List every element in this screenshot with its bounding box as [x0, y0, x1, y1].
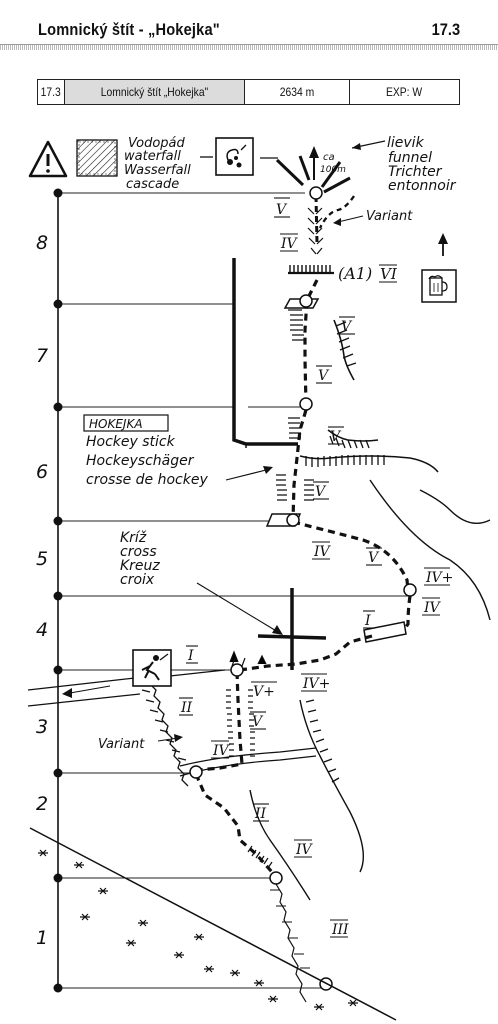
- variant-bottom: Variant: [98, 734, 183, 752]
- page-header: Lomnický štít - „Hokejka" 17.3: [0, 0, 498, 50]
- grade-labels: V IV (A1) VI V V V V IV V IV+ IV I IV+ V…: [180, 202, 453, 938]
- hokejka-box-text: HOKEJKA: [89, 417, 143, 431]
- pitch-number-8: 8: [36, 232, 48, 254]
- grade-p4a: IV: [423, 600, 442, 616]
- funnel-fr: entonnoir: [388, 178, 457, 194]
- cross-pointer: [196, 582, 283, 635]
- descent-person-icon: [132, 649, 172, 687]
- waterfall-fr: cascade: [126, 177, 179, 192]
- grade-p2a: II: [254, 806, 267, 822]
- variant-top-label: Variant: [366, 209, 413, 224]
- grade-underlines: [179, 197, 450, 938]
- grade-p6b: V: [315, 484, 327, 500]
- hokejka-label: HOKEJKA Hockey stick Hockeyschäger cross…: [83, 414, 273, 488]
- pitch-number-7: 7: [36, 345, 48, 367]
- route-info-table: 17.3 Lomnický štít „Hokejka" 2634 m EXP:…: [37, 79, 460, 105]
- distance-value: 100m: [320, 165, 346, 175]
- cross-de: Kreuz: [120, 558, 160, 574]
- waterfall-hatch-icon: [76, 139, 118, 177]
- grade-a1-value: VI: [380, 265, 398, 283]
- distance-label: ca 100m: [320, 152, 346, 175]
- grade-p5a: IV: [313, 544, 332, 560]
- grade-p3b: II: [180, 700, 193, 716]
- grade-p5b: V: [368, 550, 380, 566]
- belay-stations-lower: [189, 663, 333, 991]
- pitch-number-3: 3: [36, 716, 48, 738]
- waterfall-sk: Vodopád: [128, 136, 186, 151]
- up-arrow-icon: [309, 146, 319, 180]
- rockfall-icon: [215, 137, 254, 176]
- hockey-fr: crosse de hockey: [86, 472, 208, 488]
- funnel-legend: lievik funnel Trichter entonnoir: [351, 135, 457, 194]
- header-rule: [0, 44, 498, 50]
- route-id-cell: 17.3: [38, 80, 65, 104]
- pitch-numbers: 1 2 3 4 5 6 7 8: [36, 232, 48, 949]
- grade-p8b: IV: [280, 236, 299, 252]
- cross-marker: [257, 588, 327, 670]
- hockey-en: Hockey stick: [86, 434, 176, 450]
- grade-p7b: V: [318, 368, 330, 384]
- route-line-lower: [194, 671, 274, 874]
- beer-mug-icon: [421, 269, 457, 303]
- rock-contours: [249, 479, 491, 901]
- page-number: 17.3: [431, 20, 460, 39]
- pitch-number-5: 5: [36, 548, 48, 570]
- descent-arrow: [62, 685, 111, 698]
- grade-p8a: V: [276, 202, 288, 218]
- grade-a1: (A1): [338, 264, 372, 283]
- variant-bottom-zigzag: [141, 683, 189, 787]
- grade-p4b: I: [364, 613, 371, 629]
- route-line-upper: [291, 279, 412, 631]
- crack-features: [276, 304, 439, 501]
- grade-p5c: IV+: [425, 570, 453, 586]
- north-arrow: [438, 233, 448, 256]
- funnel-sk: lievik: [387, 135, 425, 151]
- grade-p3c: V: [252, 714, 264, 730]
- funnel-de: Trichter: [388, 164, 443, 180]
- a1-roof: [288, 265, 334, 275]
- pitch-number-1: 1: [36, 927, 48, 949]
- grade-p4c: IV+: [302, 676, 330, 692]
- cross-sk: Kríž: [120, 530, 147, 546]
- waterfall-de: Wasserfall: [124, 163, 191, 178]
- funnel-en: funnel: [388, 150, 432, 166]
- grade-p7a: V: [341, 319, 353, 335]
- page-title: Lomnický štít - „Hokejka": [38, 20, 220, 39]
- crack-hatching-lower: [226, 650, 273, 869]
- grade-p6a: V: [330, 429, 342, 445]
- route-name-cell: Lomnický štít „Hokejka": [65, 80, 245, 104]
- route-line-pitch-8: [307, 186, 324, 255]
- belay-stations-upper: [265, 294, 417, 643]
- cross-en: cross: [120, 544, 157, 560]
- base-slope: [29, 827, 397, 1021]
- grade-p1: III: [331, 922, 349, 938]
- grade-p2b: IV: [295, 842, 314, 858]
- scale-dots: [53, 188, 63, 993]
- warning-triangle-icon: [28, 140, 68, 178]
- pitch-number-6: 6: [36, 461, 48, 483]
- cross-label: Kríž cross Kreuz croix: [120, 530, 160, 588]
- route-line-mid: [239, 634, 373, 672]
- hockey-de: Hockeyschäger: [86, 453, 195, 469]
- altitude-cell: 2634 m: [245, 80, 350, 104]
- scree-stars: [38, 849, 358, 1011]
- pitch-number-2: 2: [36, 793, 48, 815]
- waterfall-legend: Vodopád waterfall Wasserfall cascade: [124, 136, 213, 192]
- waterfall-en: waterfall: [124, 149, 181, 164]
- variant-bottom-label: Variant: [98, 737, 145, 752]
- grade-p3a: I: [187, 648, 194, 664]
- grade-p3d: IV: [212, 743, 231, 759]
- cross-fr: croix: [120, 572, 155, 588]
- hokejka-wall: [232, 258, 298, 448]
- variant-top: Variant: [318, 195, 413, 229]
- funnel-shape: [275, 155, 351, 194]
- exposure-cell: EXP: W: [386, 85, 423, 99]
- distance-ca: ca: [323, 152, 335, 163]
- pitch-number-4: 4: [36, 619, 48, 641]
- grade-p4d: V+: [253, 684, 275, 700]
- belay-lines: [58, 192, 410, 989]
